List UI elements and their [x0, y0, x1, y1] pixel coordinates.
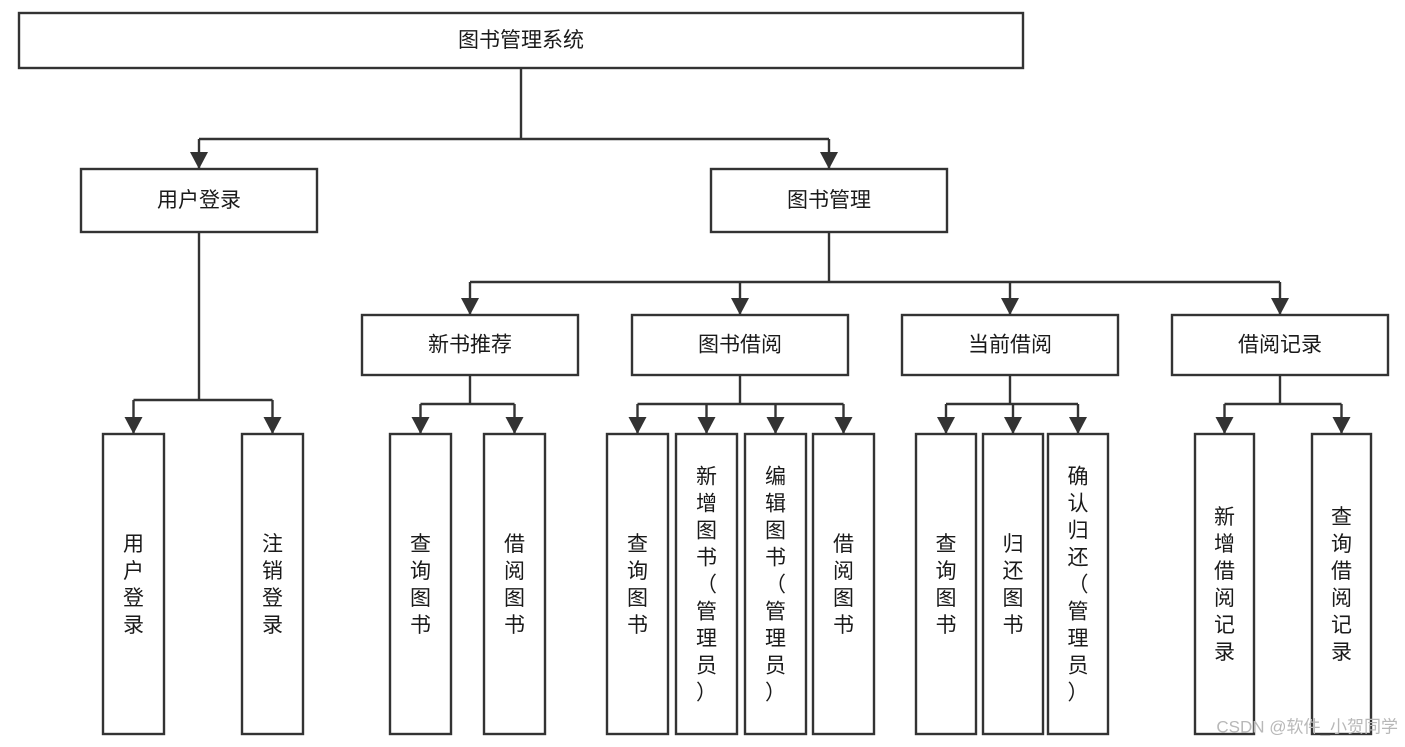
node-label: 查询图书 — [936, 533, 957, 637]
node-label: 当前借阅 — [968, 334, 1052, 357]
node-label: 图书借阅 — [698, 334, 782, 357]
node-leaf-query-borrow-record[interactable]: 查询借阅记录 — [1310, 432, 1373, 736]
node-box[interactable] — [240, 432, 305, 736]
node-label: 图书管理 — [787, 189, 871, 212]
node-leaf-add-borrow-record[interactable]: 新增借阅记录 — [1193, 432, 1256, 736]
node-label: 借阅图书 — [504, 533, 525, 637]
node-leaf-query-book-recommend[interactable]: 查询图书 — [388, 432, 453, 736]
node-box[interactable] — [900, 313, 1120, 377]
node-label: 图书管理系统 — [458, 29, 584, 52]
arrow-head-icon — [834, 417, 853, 434]
node-book-manage[interactable]: 图书管理 — [709, 167, 949, 234]
node-label: 查询图书 — [627, 533, 648, 637]
arrow-head-icon — [461, 298, 479, 315]
node-box[interactable] — [388, 432, 453, 736]
node-label: 用户登录 — [123, 533, 144, 637]
node-box[interactable] — [914, 432, 978, 736]
node-leaf-borrow-book-recommend[interactable]: 借阅图书 — [482, 432, 547, 736]
node-leaf-query-book-current[interactable]: 查询图书 — [914, 432, 978, 736]
arrow-head-icon — [1069, 417, 1087, 434]
arrow-head-icon — [1271, 298, 1289, 315]
arrow-head-icon — [411, 417, 430, 434]
connectors-layer — [124, 68, 1351, 434]
node-box[interactable] — [101, 432, 166, 736]
node-box[interactable] — [1046, 432, 1110, 736]
node-box[interactable] — [674, 432, 739, 736]
node-label: 查询图书 — [410, 533, 431, 637]
node-book-borrow[interactable]: 图书借阅 — [630, 313, 850, 377]
node-borrow-record[interactable]: 借阅记录 — [1170, 313, 1390, 377]
node-label: 借阅图书 — [833, 533, 854, 637]
node-leaf-return-book[interactable]: 归还图书 — [981, 432, 1045, 736]
node-label: 查询借阅记录 — [1331, 506, 1352, 664]
node-leaf-confirm-return[interactable]: 确认归还（管理员） — [1046, 432, 1110, 736]
node-label: 编辑图书（管理员） — [765, 466, 786, 705]
node-leaf-borrow-book[interactable]: 借阅图书 — [811, 432, 876, 736]
node-box[interactable] — [605, 432, 670, 736]
arrow-head-icon — [505, 417, 524, 434]
arrow-head-icon — [731, 298, 749, 315]
node-user-login[interactable]: 用户登录 — [79, 167, 319, 234]
node-leaf-user-login[interactable]: 用户登录 — [101, 432, 166, 736]
node-label: 新增借阅记录 — [1214, 506, 1235, 664]
arrow-head-icon — [1215, 417, 1234, 434]
arrow-head-icon — [124, 417, 143, 434]
node-box[interactable] — [1310, 432, 1373, 736]
node-label: 用户登录 — [157, 189, 241, 212]
arrow-head-icon — [1332, 417, 1351, 434]
node-box[interactable] — [709, 167, 949, 234]
nodes-layer: 图书管理系统用户登录图书管理新书推荐图书借阅当前借阅借阅记录用户登录注销登录查询… — [17, 11, 1390, 736]
node-root[interactable]: 图书管理系统 — [17, 11, 1025, 70]
arrow-head-icon — [190, 152, 208, 169]
arrow-head-icon — [1001, 298, 1019, 315]
arrow-head-icon — [1004, 417, 1022, 434]
node-box[interactable] — [360, 313, 580, 377]
node-label: 借阅记录 — [1238, 334, 1322, 357]
node-box[interactable] — [482, 432, 547, 736]
arrow-head-icon — [263, 417, 282, 434]
arrow-head-icon — [766, 417, 785, 434]
node-box[interactable] — [17, 11, 1025, 70]
node-box[interactable] — [743, 432, 808, 736]
node-new-book-recommend[interactable]: 新书推荐 — [360, 313, 580, 377]
arrow-head-icon — [628, 417, 647, 434]
node-box[interactable] — [630, 313, 850, 377]
node-label: 注销登录 — [262, 533, 283, 637]
watermark-label: CSDN @软件_小贺同学 — [1216, 717, 1398, 736]
node-label: 归还图书 — [1003, 533, 1024, 637]
node-box[interactable] — [981, 432, 1045, 736]
node-leaf-add-book[interactable]: 新增图书（管理员） — [674, 432, 739, 736]
node-leaf-edit-book[interactable]: 编辑图书（管理员） — [743, 432, 808, 736]
node-leaf-user-logout[interactable]: 注销登录 — [240, 432, 305, 736]
node-label: 新增图书（管理员） — [696, 466, 717, 705]
node-current-borrow[interactable]: 当前借阅 — [900, 313, 1120, 377]
node-box[interactable] — [811, 432, 876, 736]
node-box[interactable] — [1170, 313, 1390, 377]
node-box[interactable] — [79, 167, 319, 234]
node-label: 新书推荐 — [428, 334, 512, 357]
arrow-head-icon — [937, 417, 955, 434]
node-box[interactable] — [1193, 432, 1256, 736]
arrow-head-icon — [697, 417, 716, 434]
arrow-head-icon — [820, 152, 838, 169]
node-leaf-query-book-borrow[interactable]: 查询图书 — [605, 432, 670, 736]
node-label: 确认归还（管理员） — [1068, 466, 1089, 705]
